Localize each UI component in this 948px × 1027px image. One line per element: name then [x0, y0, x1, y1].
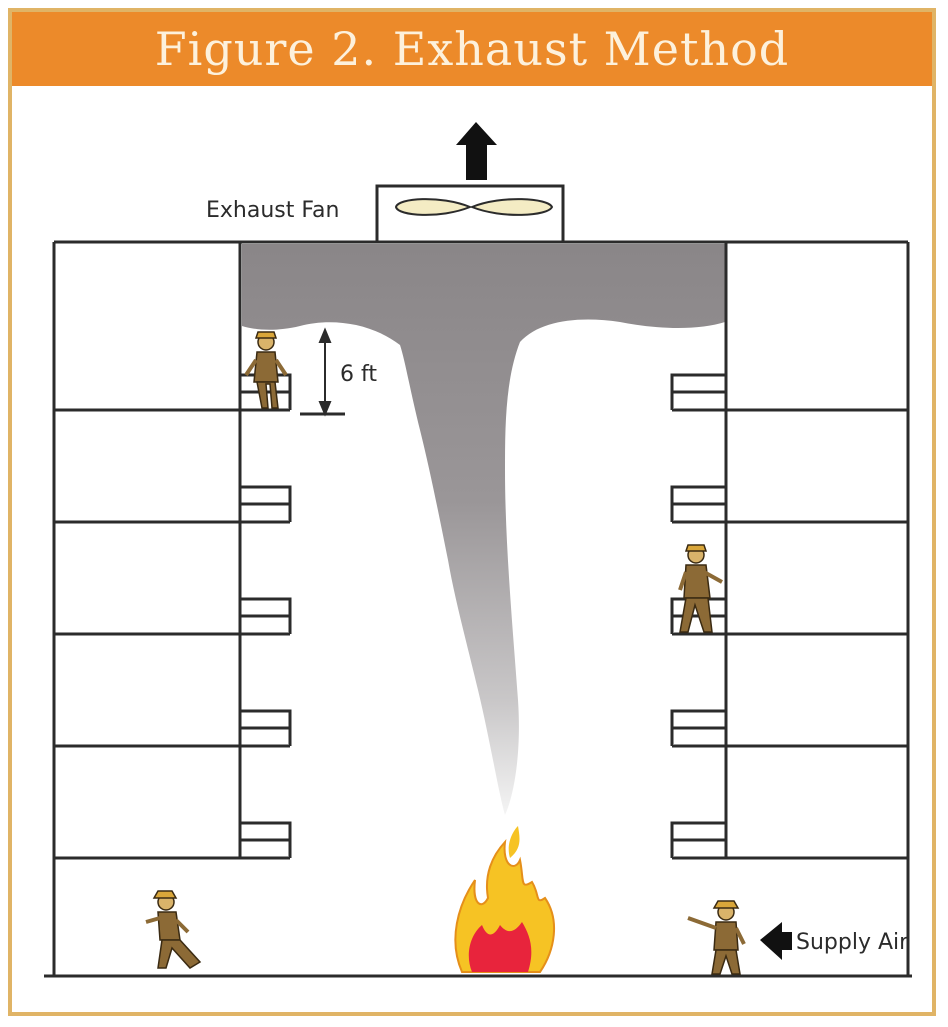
clearance-dimension: [300, 327, 345, 417]
firefighter-icon: [244, 331, 288, 409]
flame-icon: [454, 826, 556, 973]
exhaust-fan-label: Exhaust Fan: [206, 198, 340, 223]
firefighter-icon: [687, 900, 746, 975]
clearance-label: 6 ft: [340, 362, 377, 387]
title-bar: Figure 2. Exhaust Method: [12, 12, 932, 86]
left-arrow-icon: [760, 922, 792, 960]
figure-title: Figure 2. Exhaust Method: [154, 22, 790, 76]
firefighter-icon: [145, 890, 202, 969]
supply-air-label: Supply Air: [796, 930, 909, 955]
building-outline: [44, 240, 912, 978]
smoke-plume: [242, 244, 725, 815]
balconies-left: [240, 373, 292, 858]
firefighter-icon: [678, 544, 723, 633]
up-arrow-icon: [456, 122, 497, 180]
fan-blade-icon: [394, 198, 554, 216]
